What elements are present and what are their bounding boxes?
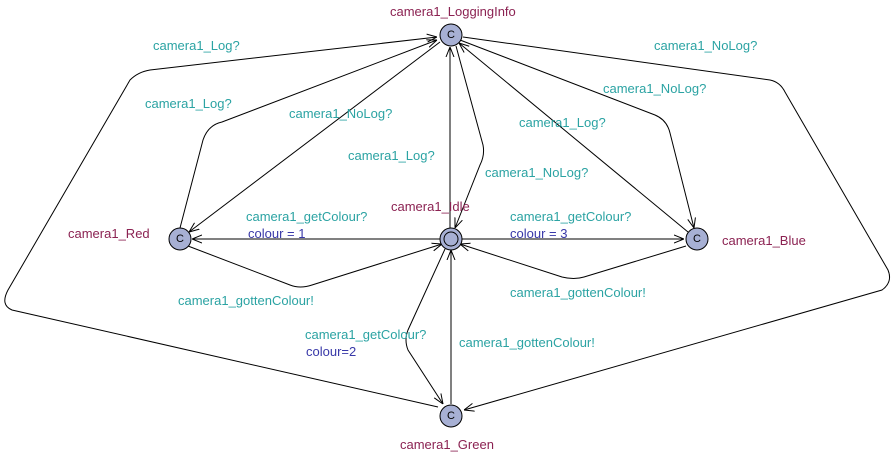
label-outer-right-nolog: camera1_NoLog? <box>654 38 757 53</box>
label-idle-to-red-sync: camera1_getColour? <box>246 209 367 224</box>
committed-marker: C <box>693 233 701 245</box>
edge-blue-log[interactable] <box>459 43 689 233</box>
label-green-to-idle: camera1_gottenColour! <box>459 335 595 350</box>
label-idle-log: camera1_Log? <box>348 148 435 163</box>
label-idle-to-green-sync: camera1_getColour? <box>305 327 426 342</box>
edge-idle-to-green[interactable] <box>405 248 446 404</box>
edge-blue-nolog[interactable] <box>459 39 694 228</box>
location-green-node[interactable] <box>439 404 463 428</box>
label-idle-to-blue-assign: colour = 3 <box>510 226 567 241</box>
location-red-node[interactable] <box>168 227 192 251</box>
edge-red-nolog[interactable] <box>189 41 441 232</box>
edge-red-to-idle[interactable] <box>187 244 442 288</box>
edge-blue-to-idle[interactable] <box>460 244 687 279</box>
label-idle-to-green-assign: colour=2 <box>306 344 356 359</box>
location-name-blue: camera1_Blue <box>722 233 806 248</box>
label-idle-nolog: camera1_NoLog? <box>485 165 588 180</box>
location-idle-inner-ring <box>443 231 459 247</box>
location-green[interactable]: C <box>439 404 463 428</box>
edge-outer-left-log[interactable] <box>4 37 439 408</box>
label-red-to-idle: camera1_gottenColour! <box>178 293 314 308</box>
label-blue-to-idle: camera1_gottenColour! <box>510 285 646 300</box>
edge-outer-right-nolog[interactable] <box>463 36 890 410</box>
label-blue-log: camera1_Log? <box>519 115 606 130</box>
label-red-log: camera1_Log? <box>145 96 232 111</box>
location-blue-node[interactable] <box>685 227 709 251</box>
committed-marker: C <box>176 233 184 245</box>
location-red[interactable]: C <box>168 227 192 251</box>
label-idle-to-blue-sync: camera1_getColour? <box>510 209 631 224</box>
location-logging-info[interactable]: C <box>439 23 463 47</box>
location-logging-info-node[interactable] <box>439 23 463 47</box>
location-idle[interactable] <box>439 227 463 251</box>
label-red-nolog: camera1_NoLog? <box>289 106 392 121</box>
location-name-idle: camera1_Idle <box>391 199 470 214</box>
location-name-green: camera1_Green <box>400 437 494 452</box>
committed-marker: C <box>447 410 455 422</box>
location-name-logging-info: camera1_LoggingInfo <box>390 4 516 19</box>
edge-idle-nolog[interactable] <box>455 45 485 228</box>
label-outer-left-log: camera1_Log? <box>153 38 240 53</box>
location-blue[interactable]: C <box>685 227 709 251</box>
location-name-red: camera1_Red <box>68 226 150 241</box>
label-idle-to-red-assign: colour = 1 <box>248 226 305 241</box>
label-blue-nolog: camera1_NoLog? <box>603 81 706 96</box>
edge-red-log[interactable] <box>179 40 437 229</box>
committed-marker: C <box>447 29 455 41</box>
